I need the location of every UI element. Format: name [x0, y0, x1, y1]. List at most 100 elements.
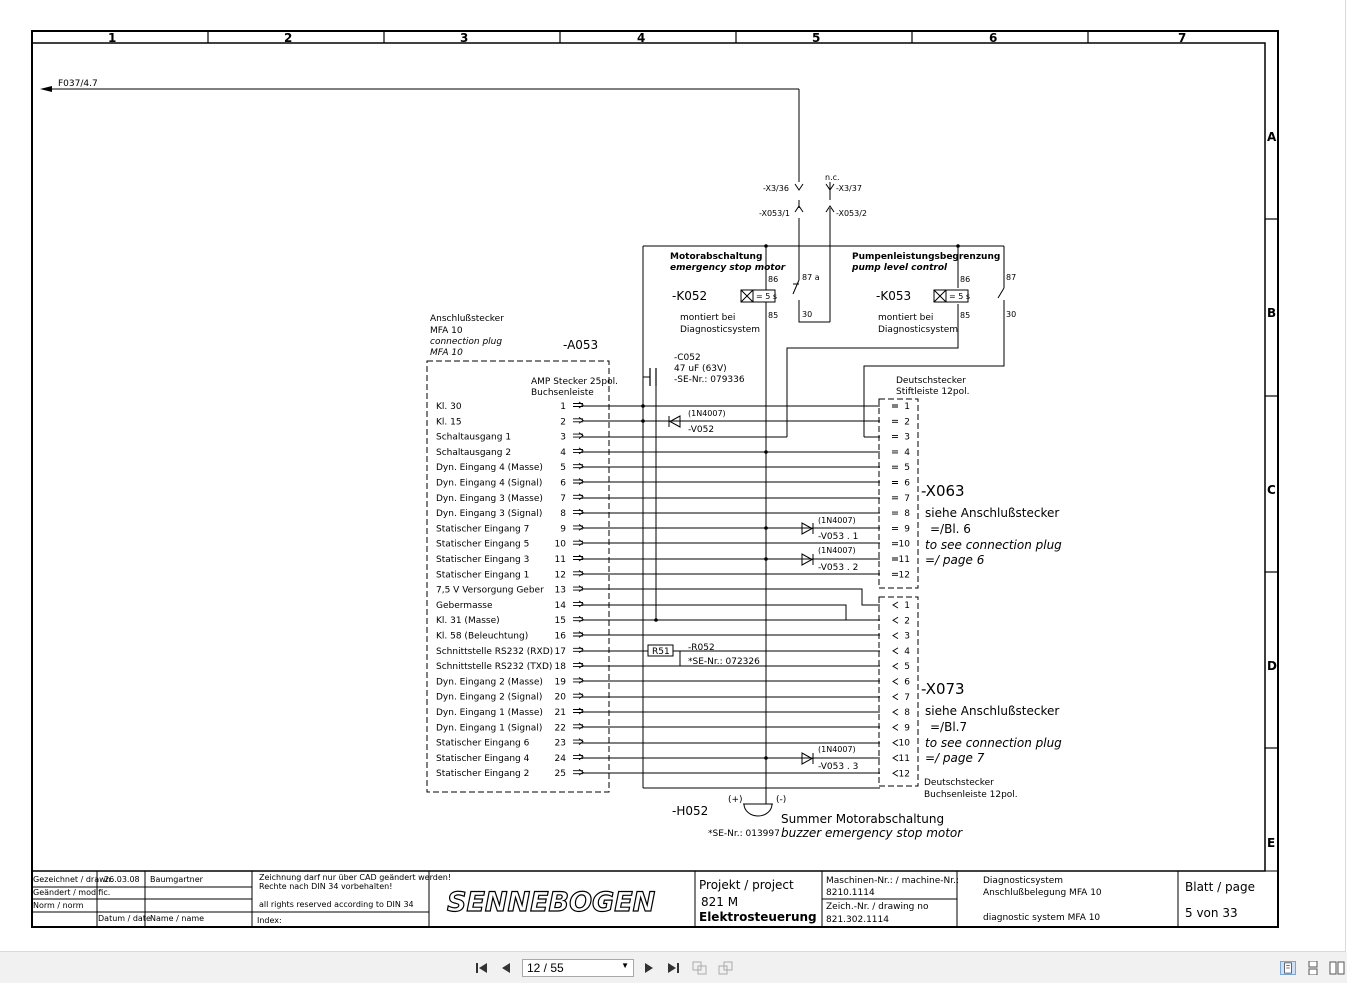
plug-pin-number: 10: [555, 540, 567, 550]
pin-socket-icon: [573, 554, 584, 562]
connector-socket-icon: [794, 205, 804, 213]
polarity-label: (+): [728, 795, 743, 805]
connector-note-en: to see connection plug: [925, 538, 1062, 552]
connector-pin-number: 9: [904, 723, 910, 733]
pin-label: 85: [768, 311, 778, 320]
plug-pin-number: 1: [560, 402, 566, 412]
pin-icon: [892, 419, 898, 423]
polarity-label: (-): [776, 795, 786, 805]
pin-icon: [892, 511, 898, 515]
plug-pin-number: 5: [560, 463, 566, 473]
pin-icon: [892, 435, 898, 439]
connector-pin-number: 2: [904, 616, 910, 626]
relay-note: montiert bei: [878, 313, 933, 323]
pin-icon: [892, 572, 898, 576]
pin-label: 87 a: [802, 273, 820, 282]
pin-label: 30: [802, 310, 812, 319]
pin-icon: [892, 481, 898, 484]
plug-pin-number: 9: [560, 524, 566, 534]
page-number-select[interactable]: 12 / 55 ▼: [522, 959, 634, 977]
plug-pin-number: 21: [555, 708, 566, 718]
titleblock-value: 8210.1114: [826, 888, 875, 898]
titleblock-value: 821 M: [701, 895, 738, 909]
pin-socket-icon: [573, 753, 584, 761]
pin-icon: [892, 404, 898, 408]
titleblock-value: 5 von 33: [1185, 906, 1238, 920]
relay-note: Diagnosticsystem: [680, 325, 760, 335]
previous-view-icon[interactable]: [692, 961, 708, 975]
continuous-view-icon[interactable]: [1305, 961, 1321, 975]
titleblock-label: Maschinen-Nr.: / machine-Nr.:: [826, 876, 959, 886]
pin-icon: [892, 557, 898, 561]
plug-pin-number: 7: [560, 494, 566, 504]
socket-icon: [892, 601, 899, 609]
relay-id: -K053: [876, 289, 911, 303]
plug-pin-number: 19: [555, 677, 567, 687]
plug-pin-number: 4: [560, 448, 566, 458]
terminal-label: -X053/1: [759, 209, 790, 218]
single-page-view-icon[interactable]: [1280, 961, 1296, 975]
component-description-en: buzzer emergency stop motor: [781, 826, 963, 840]
connector-pin-number: 6: [904, 678, 910, 688]
plug-a053-box: [426, 360, 610, 793]
titleblock-note: Rechte nach DIN 34 vorbehalten!: [259, 882, 392, 891]
pin-socket-icon: [573, 432, 584, 439]
connector-pin-number: 7: [904, 494, 910, 504]
titleblock-label: Geändert / modific.: [33, 888, 110, 897]
plug-pin-number: 24: [555, 754, 567, 764]
terminal-label: -X3/37: [836, 184, 862, 193]
relay-contact-icon: [863, 287, 1005, 437]
plug-pin-label: Schaltausgang 1: [436, 433, 511, 443]
plug-pin-number: 8: [560, 509, 566, 519]
connector-header: Deutschstecker: [924, 778, 994, 788]
viewer-toolbar: 12 / 55 ▼: [0, 952, 1347, 983]
plug-pin-number: 15: [555, 616, 566, 626]
titleblock-label: Gezeichnet / drawn.: [33, 875, 113, 884]
row-label: C: [1267, 483, 1276, 497]
connector-pin-number: 11: [899, 555, 910, 565]
titleblock-desc: Anschlußbelegung MFA 10: [983, 888, 1102, 898]
relay-title-en: emergency stop motor: [670, 263, 786, 273]
diode-icon: [668, 415, 681, 428]
connector-socket-icon: [825, 205, 835, 213]
pin-label: 86: [768, 275, 778, 284]
terminal-label: n.c.: [825, 173, 840, 182]
connector-pin-number: 4: [904, 448, 910, 458]
plug-title-en: MFA 10: [430, 348, 463, 358]
connector-pin-number: 9: [904, 524, 910, 534]
first-page-icon[interactable]: [474, 961, 490, 975]
row-label: D: [1267, 659, 1277, 673]
titleblock-label: Name / name: [150, 914, 204, 923]
plug-pin-label: Schnittstelle RS232 (RXD): [436, 647, 553, 657]
relay-timer: = 5 s: [949, 292, 970, 301]
titleblock-note: Zeichnung darf nur über CAD geändert wer…: [259, 873, 451, 882]
plug-pin-number: 14: [555, 601, 567, 611]
plug-pin-number: 6: [560, 479, 566, 489]
connector-pin-number: 12: [899, 570, 910, 580]
plug-pin-number: 25: [555, 769, 566, 779]
pin-socket-icon: [573, 447, 584, 455]
connector-pin-number: 7: [904, 693, 910, 703]
connector-pin-number: 5: [904, 463, 910, 473]
plug-pin-label: Kl. 31 (Masse): [436, 616, 500, 626]
relay-note: Diagnosticsystem: [878, 325, 958, 335]
terminal-label: -X3/36: [763, 184, 789, 193]
next-view-icon[interactable]: [718, 961, 734, 975]
terminal-label: -X053/2: [836, 209, 867, 218]
previous-page-icon[interactable]: [498, 961, 514, 975]
connector-pin-icon: [825, 183, 835, 191]
connector-x063-box: [878, 398, 919, 589]
socket-icon: [892, 647, 899, 655]
last-page-icon[interactable]: [665, 961, 681, 975]
component-se: *SE-Nr.: 013997: [708, 829, 780, 839]
titleblock-label: Blatt / page: [1185, 880, 1255, 894]
plug-pin-number: 23: [555, 739, 566, 749]
plug-pin-label: Statischer Eingang 1: [436, 570, 529, 580]
plug-pin-number: 22: [555, 723, 566, 733]
next-page-icon[interactable]: [641, 961, 657, 975]
pin-socket-icon: [573, 462, 584, 470]
plug-pin-number: 20: [555, 693, 567, 703]
two-page-view-icon[interactable]: [1329, 961, 1345, 975]
plug-pin-label: Dyn. Eingang 1 (Masse): [436, 708, 543, 718]
plug-pin-label: Statischer Eingang 6: [436, 739, 530, 749]
